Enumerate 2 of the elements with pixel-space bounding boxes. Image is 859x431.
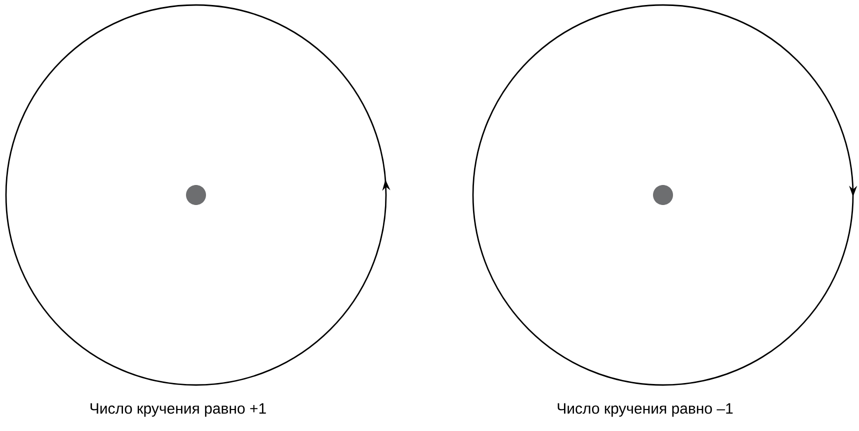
node-label: Число кручения равно +1: [90, 403, 266, 417]
node-label: Число кручения равно –1: [558, 403, 733, 417]
